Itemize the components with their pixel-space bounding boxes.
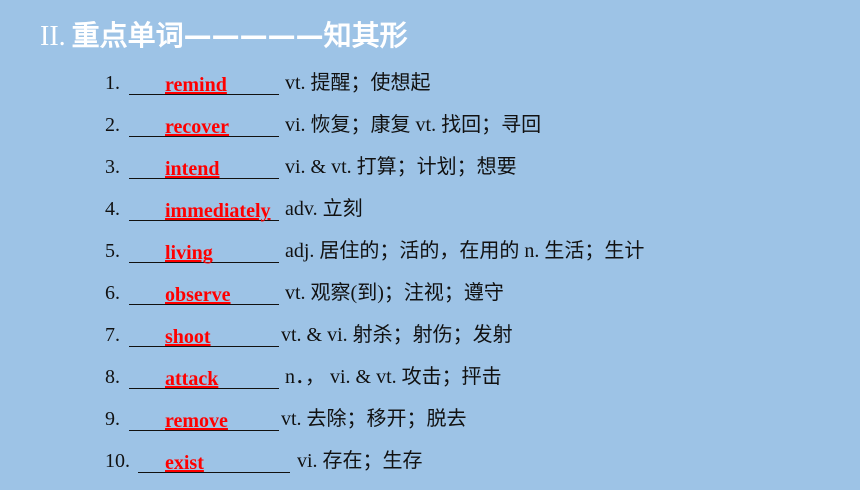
answer-word: observe <box>165 284 231 306</box>
answer-word: attack <box>165 368 219 390</box>
answer-word: recover <box>165 116 230 138</box>
item-index: 5. <box>105 240 120 262</box>
definition: vt. & vi. 射杀；射伤；发射 <box>281 324 513 346</box>
item-index: 3. <box>105 156 120 178</box>
answer-blank <box>129 364 279 389</box>
answer-blank <box>129 280 279 305</box>
answer-blank <box>138 448 290 473</box>
answer-word: exist <box>165 452 204 474</box>
definition: n．， vi. & vt. 攻击；抨击 <box>285 366 502 388</box>
definition: vt. 观察(到)；注视；遵守 <box>285 282 504 304</box>
answer-word: intend <box>165 158 220 180</box>
section-heading: 重点单词—————知其形 <box>71 19 408 52</box>
answer-word: remind <box>165 74 227 96</box>
definition: vi. 存在；生存 <box>297 450 423 472</box>
answer-blank <box>129 70 279 95</box>
definition: adj. 居住的；活的，在用的 n. 生活；生计 <box>285 240 645 262</box>
definition: vt. 去除；移开；脱去 <box>281 408 467 430</box>
answer-blank <box>129 406 279 431</box>
definition: vi. & vt. 打算；计划；想要 <box>285 156 517 178</box>
answer-word: shoot <box>165 326 211 348</box>
answer-word: remove <box>165 410 228 432</box>
item-index: 10. <box>105 450 130 472</box>
section-number: II. <box>40 21 66 52</box>
definition: vt. 提醒；使想起 <box>285 72 431 94</box>
definition: vi. 恢复；康复 vt. 找回；寻回 <box>285 114 542 136</box>
item-index: 2. <box>105 114 120 136</box>
answer-blank <box>129 154 279 179</box>
item-index: 4. <box>105 198 120 220</box>
answer-blank <box>129 196 279 221</box>
definition: adv. 立刻 <box>285 198 363 220</box>
item-index: 8. <box>105 366 120 388</box>
answer-blank <box>129 238 279 263</box>
section-title: II. 重点单词—————知其形 <box>40 14 408 54</box>
item-index: 9. <box>105 408 120 430</box>
answer-word: living <box>165 242 213 264</box>
answer-word: immediately <box>165 200 271 222</box>
item-index: 1. <box>105 72 120 94</box>
item-index: 6. <box>105 282 120 304</box>
answer-blank <box>129 112 279 137</box>
item-index: 7. <box>105 324 120 346</box>
answer-blank <box>129 322 279 347</box>
